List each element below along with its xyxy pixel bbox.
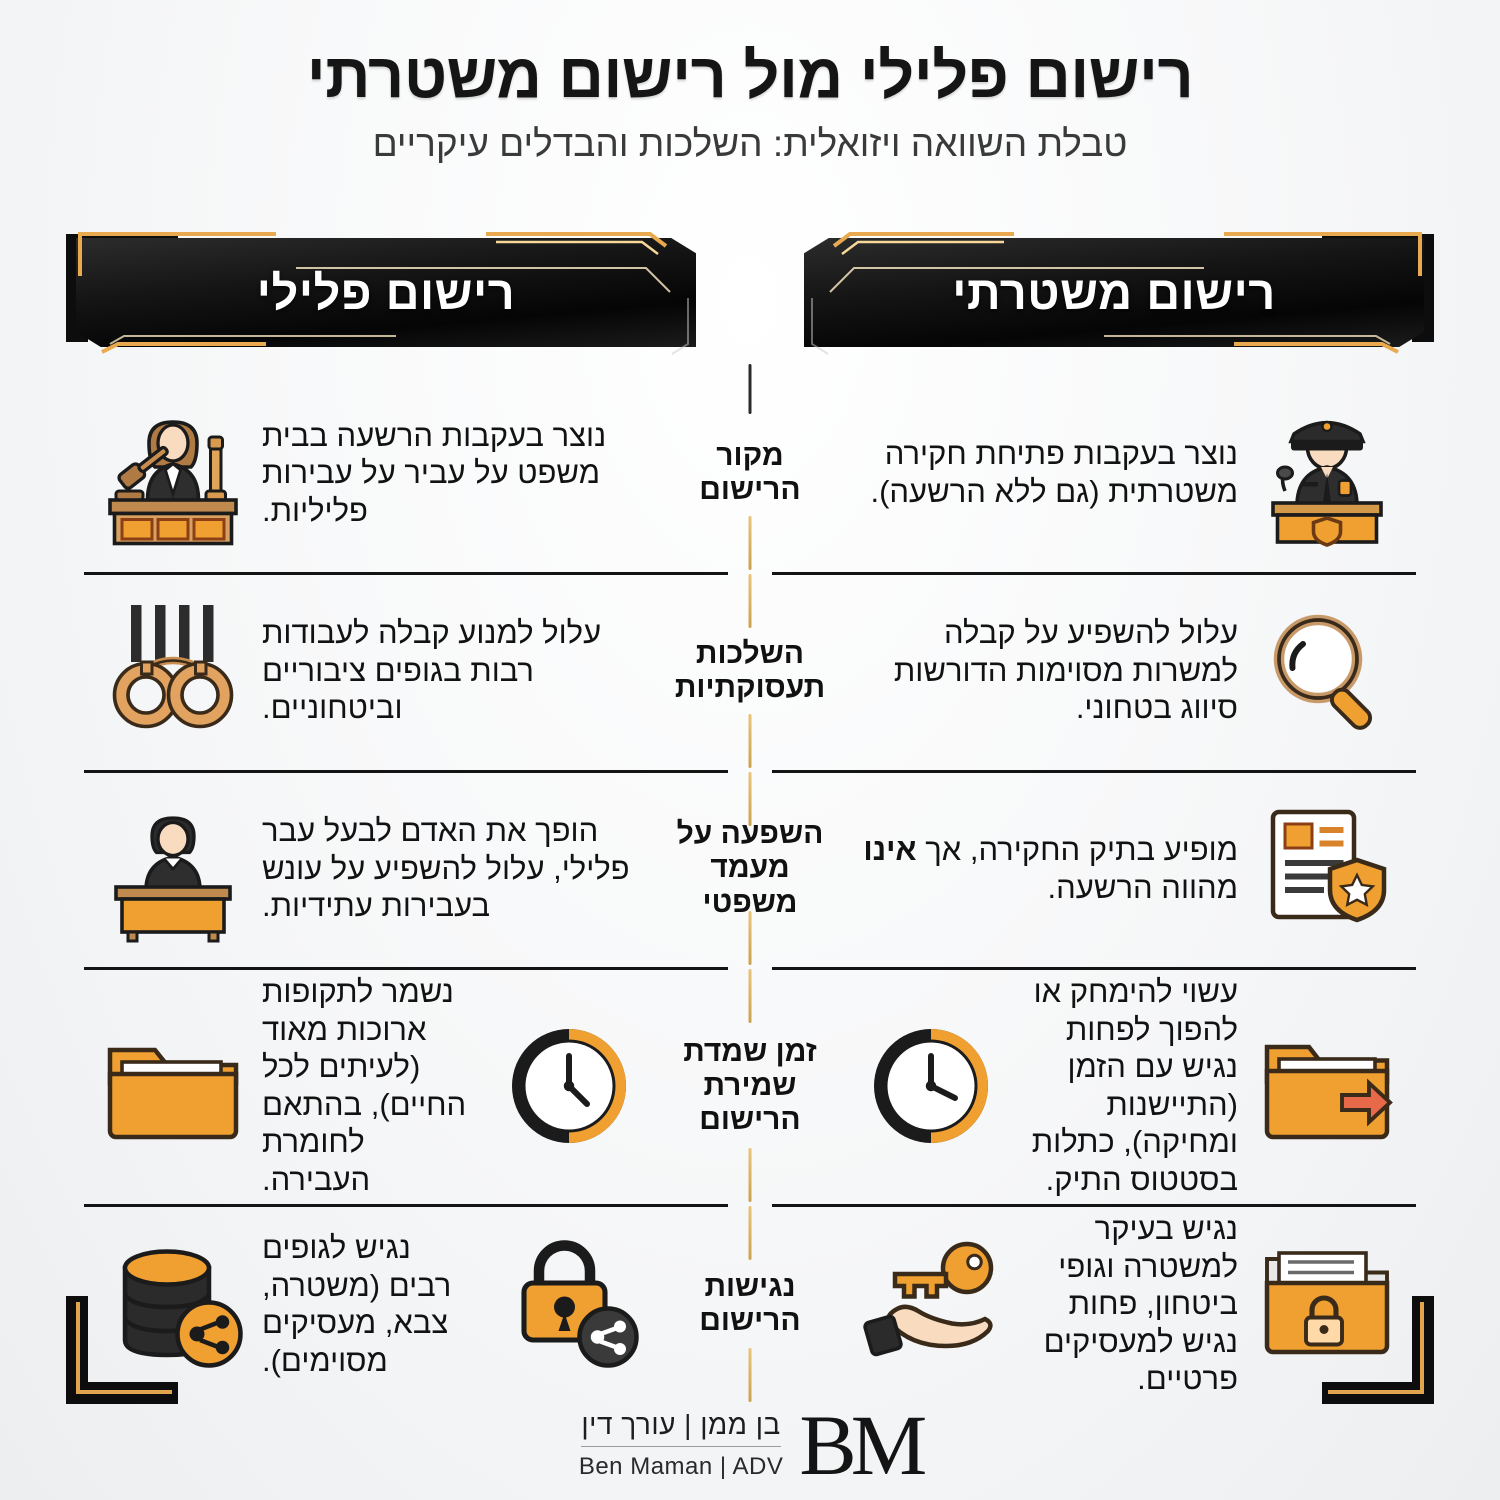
row-label-text: נגישות הרישום xyxy=(699,1270,801,1338)
cell-police-record-employment: עלול להשפיע על קבלה למשרות מסוימות הדורש… xyxy=(834,572,1424,770)
column-header-label-right: רישום משטרתי xyxy=(952,266,1276,319)
cell-text: נוצר בעקבות הרשעה בבית משפט על עביר על ע… xyxy=(262,417,607,528)
cell-text: עלול למנוע קבלה לעבודות רבות בגופים ציבו… xyxy=(262,615,602,726)
folder-icon xyxy=(98,1011,248,1161)
cell-criminal-record-legal-status: הופך את האדם לבעל עבר פלילי, עלול להשפיע… xyxy=(76,770,666,968)
clock-icon xyxy=(856,1011,1006,1161)
police-officer-podium-icon xyxy=(1252,398,1402,548)
key-in-hand-icon xyxy=(856,1229,1006,1379)
table-row: עשוי להימחק או להפוך לפחות נגיש עם הזמן … xyxy=(76,967,1424,1204)
database-share-icon xyxy=(98,1229,248,1379)
table-row: עלול להשפיע על קבלה למשרות מסוימות הדורש… xyxy=(76,571,1424,770)
cell-police-record-source: נוצר בעקבות פתיחת חקירה משטרתית (גם ללא … xyxy=(834,374,1424,572)
logo-english-text: Ben Maman | ADV xyxy=(578,1453,784,1481)
cell-criminal-record-employment: עלול למנוע קבלה לעבודות רבות בגופים ציבו… xyxy=(76,572,666,770)
cell-text: נוצר בעקבות פתיחת חקירה משטרתית (גם ללא … xyxy=(870,436,1238,509)
cell-text: מופיע בתיק החקירה, אך אינו מהווה הרשעה. xyxy=(856,831,1238,906)
handcuffs-icon xyxy=(98,596,248,746)
cell-text: הופך את האדם לבעל עבר פלילי, עלול להשפיע… xyxy=(262,813,630,924)
logo-monogram: BM xyxy=(799,1396,927,1493)
row-label-legal-status: השפעה על מעמד משפטי xyxy=(666,770,834,968)
column-header-label-left: רישום פלילי xyxy=(256,266,516,319)
document-badge-icon xyxy=(1252,794,1402,944)
lock-share-icon xyxy=(494,1229,644,1379)
row-label-text: זמן שמדת שמירת הרישום xyxy=(683,1034,817,1137)
cell-police-record-legal-status: מופיע בתיק החקירה, אך אינו מהווה הרשעה. xyxy=(834,770,1424,968)
column-header-police-record: רישום משטרתי xyxy=(804,232,1424,357)
person-at-desk-icon xyxy=(98,794,248,944)
comparison-table: רישום משטרתי רישום פלילי xyxy=(76,232,1424,1404)
logo-wordmark: בן ממן | עורך דין Ben Maman | ADV xyxy=(579,1409,784,1481)
title-block: רישום פלילי מול רישום משטרתי טבלת השוואה… xyxy=(0,42,1500,165)
clock-icon xyxy=(494,1011,644,1161)
cell-text-after: מהווה הרשעה. xyxy=(1047,869,1238,905)
footer-logo: בן ממן | עורך דין Ben Maman | ADV BM xyxy=(0,1396,1500,1493)
judge-bench-icon xyxy=(98,398,248,548)
column-headers: רישום משטרתי רישום פלילי xyxy=(76,232,1424,368)
table-rows: נוצר בעקבות פתיחת חקירה משטרתית (גם ללא … xyxy=(76,374,1424,1404)
cell-text: עלול להשפיע על קבלה למשרות מסוימות הדורש… xyxy=(893,615,1238,726)
folder-lock-icon xyxy=(1252,1229,1402,1379)
table-row: נוצר בעקבות פתיחת חקירה משטרתית (גם ללא … xyxy=(76,374,1424,572)
cell-criminal-record-retention: נשמר לתקופות ארוכות מאוד (לעיתים לכל החי… xyxy=(76,967,666,1204)
folder-arrow-icon xyxy=(1252,1011,1402,1161)
magnifying-glass-icon xyxy=(1252,596,1402,746)
cell-police-record-retention: עשוי להימחק או להפוך לפחות נגיש עם הזמן … xyxy=(834,967,1424,1204)
cell-text: נגיש בעיקר למשטרה וגופי ביטחון, פחות נגי… xyxy=(1043,1211,1238,1397)
table-row: מופיע בתיק החקירה, אך אינו מהווה הרשעה. … xyxy=(76,769,1424,968)
row-label-employment: השלכות תעסוקתיות xyxy=(666,572,834,770)
row-label-retention: זמן שמדת שמירת הרישום xyxy=(666,967,834,1204)
cell-criminal-record-source: נוצר בעקבות הרשעה בבית משפט על עביר על ע… xyxy=(76,374,666,572)
cell-text: נשמר לתקופות ארוכות מאוד (לעיתים לכל החי… xyxy=(262,974,467,1197)
page-subtitle: טבלת השוואה ויזואלית: השלכות והבדלים עיק… xyxy=(372,123,1128,165)
cell-text-emphasis: אינו xyxy=(863,832,917,868)
cell-text: עשוי להימחק או להפוך לפחות נגיש עם הזמן … xyxy=(1031,974,1238,1197)
row-label-text: השפעה על מעמד משפטי xyxy=(676,817,824,919)
cell-police-record-accessibility: נגיש בעיקר למשטרה וגופי ביטחון, פחות נגי… xyxy=(834,1204,1424,1404)
row-label-text: השלכות תעסוקתיות xyxy=(674,636,826,704)
page-title: רישום פלילי מול רישום משטרתי xyxy=(306,41,1194,111)
column-header-criminal-record: רישום פלילי xyxy=(76,232,696,357)
logo-hebrew-text: בן ממן | עורך דין xyxy=(581,1409,781,1448)
cell-criminal-record-accessibility: נגיש לגופים רבים (משטרה, צבא, מעסיקים מס… xyxy=(76,1204,666,1404)
row-label-text: מקור הרישום xyxy=(699,438,801,506)
cell-text-before: מופיע בתיק החקירה, אך xyxy=(916,832,1238,868)
row-label-accessibility: נגישות הרישום xyxy=(666,1204,834,1404)
row-label-source: מקור הרישום xyxy=(666,374,834,572)
cell-text: נגיש לגופים רבים (משטרה, צבא, מעסיקים מס… xyxy=(262,1230,452,1378)
table-row: נגיש בעיקר למשטרה וגופי ביטחון, פחות נגי… xyxy=(76,1204,1424,1404)
